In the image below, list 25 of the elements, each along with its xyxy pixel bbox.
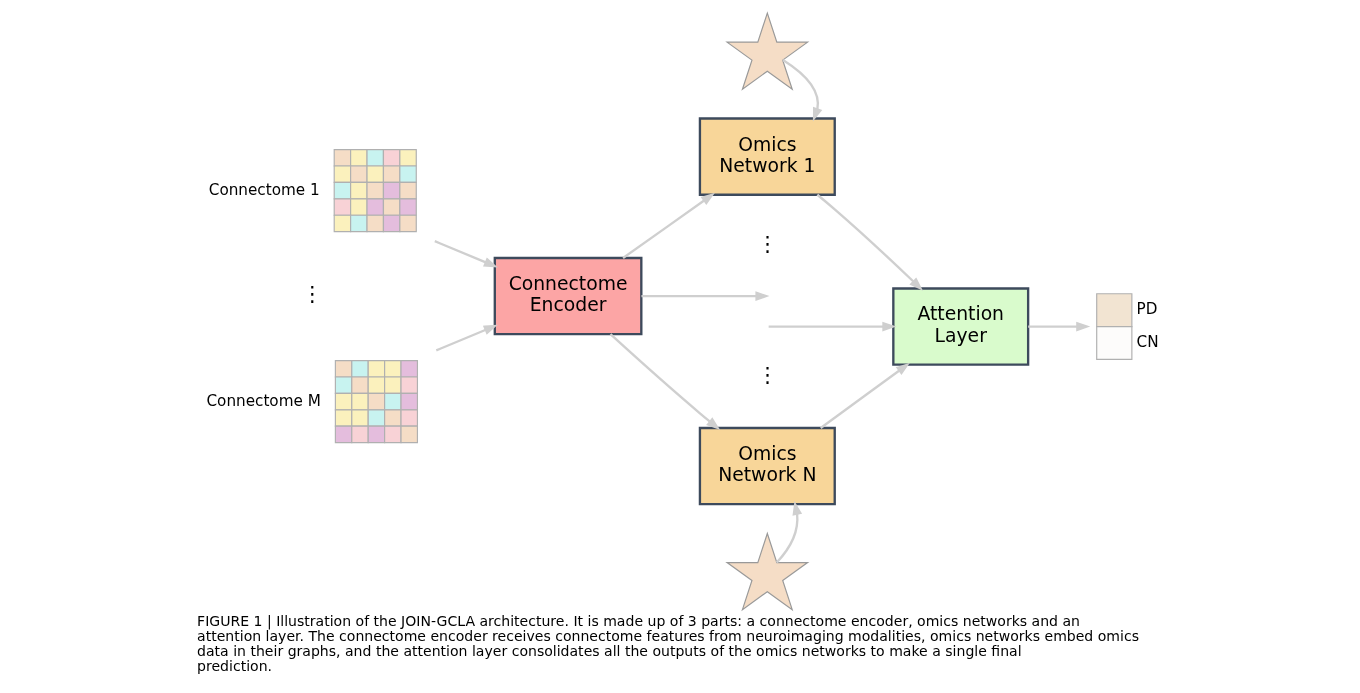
node-label: PD [1136, 300, 1158, 319]
node-picture [725, 531, 810, 612]
arrow [641, 291, 770, 302]
label: ⋮ [756, 230, 778, 256]
node-picture [725, 11, 810, 91]
arrow [435, 324, 498, 352]
caption: FIGURE 1 | Illustration of the JOIN-GCLA architecture. It is made up of 3 parts: a connectome encoder, omics networks and an attention layer. The connectome encoder receives connectome features from neuroimaging modalities, omics networks embed omics data in their graphs, and the attention layer consolidates all the outputs of the omics networks to make a single final prediction. [197, 612, 1139, 675]
arrow [1028, 321, 1091, 332]
node-box: Omics Network N [698, 426, 836, 506]
node-box: Attention Layer [892, 287, 1030, 366]
label: ⋮ [301, 281, 323, 307]
arrow [820, 362, 910, 429]
arrow [775, 501, 803, 564]
label: ⋮ [756, 362, 778, 388]
node-label: CN [1136, 332, 1159, 351]
arrow [782, 59, 823, 122]
arrow [622, 192, 715, 259]
node-label: Connectome 1 [208, 180, 320, 199]
arrow [434, 240, 498, 268]
node-box: Omics Network 1 [698, 117, 836, 196]
node-box: Connectome Encoder [493, 256, 643, 336]
arrow [768, 321, 897, 332]
arrow [816, 193, 923, 291]
node-label: Connectome M [206, 391, 321, 410]
arrow [609, 333, 721, 430]
